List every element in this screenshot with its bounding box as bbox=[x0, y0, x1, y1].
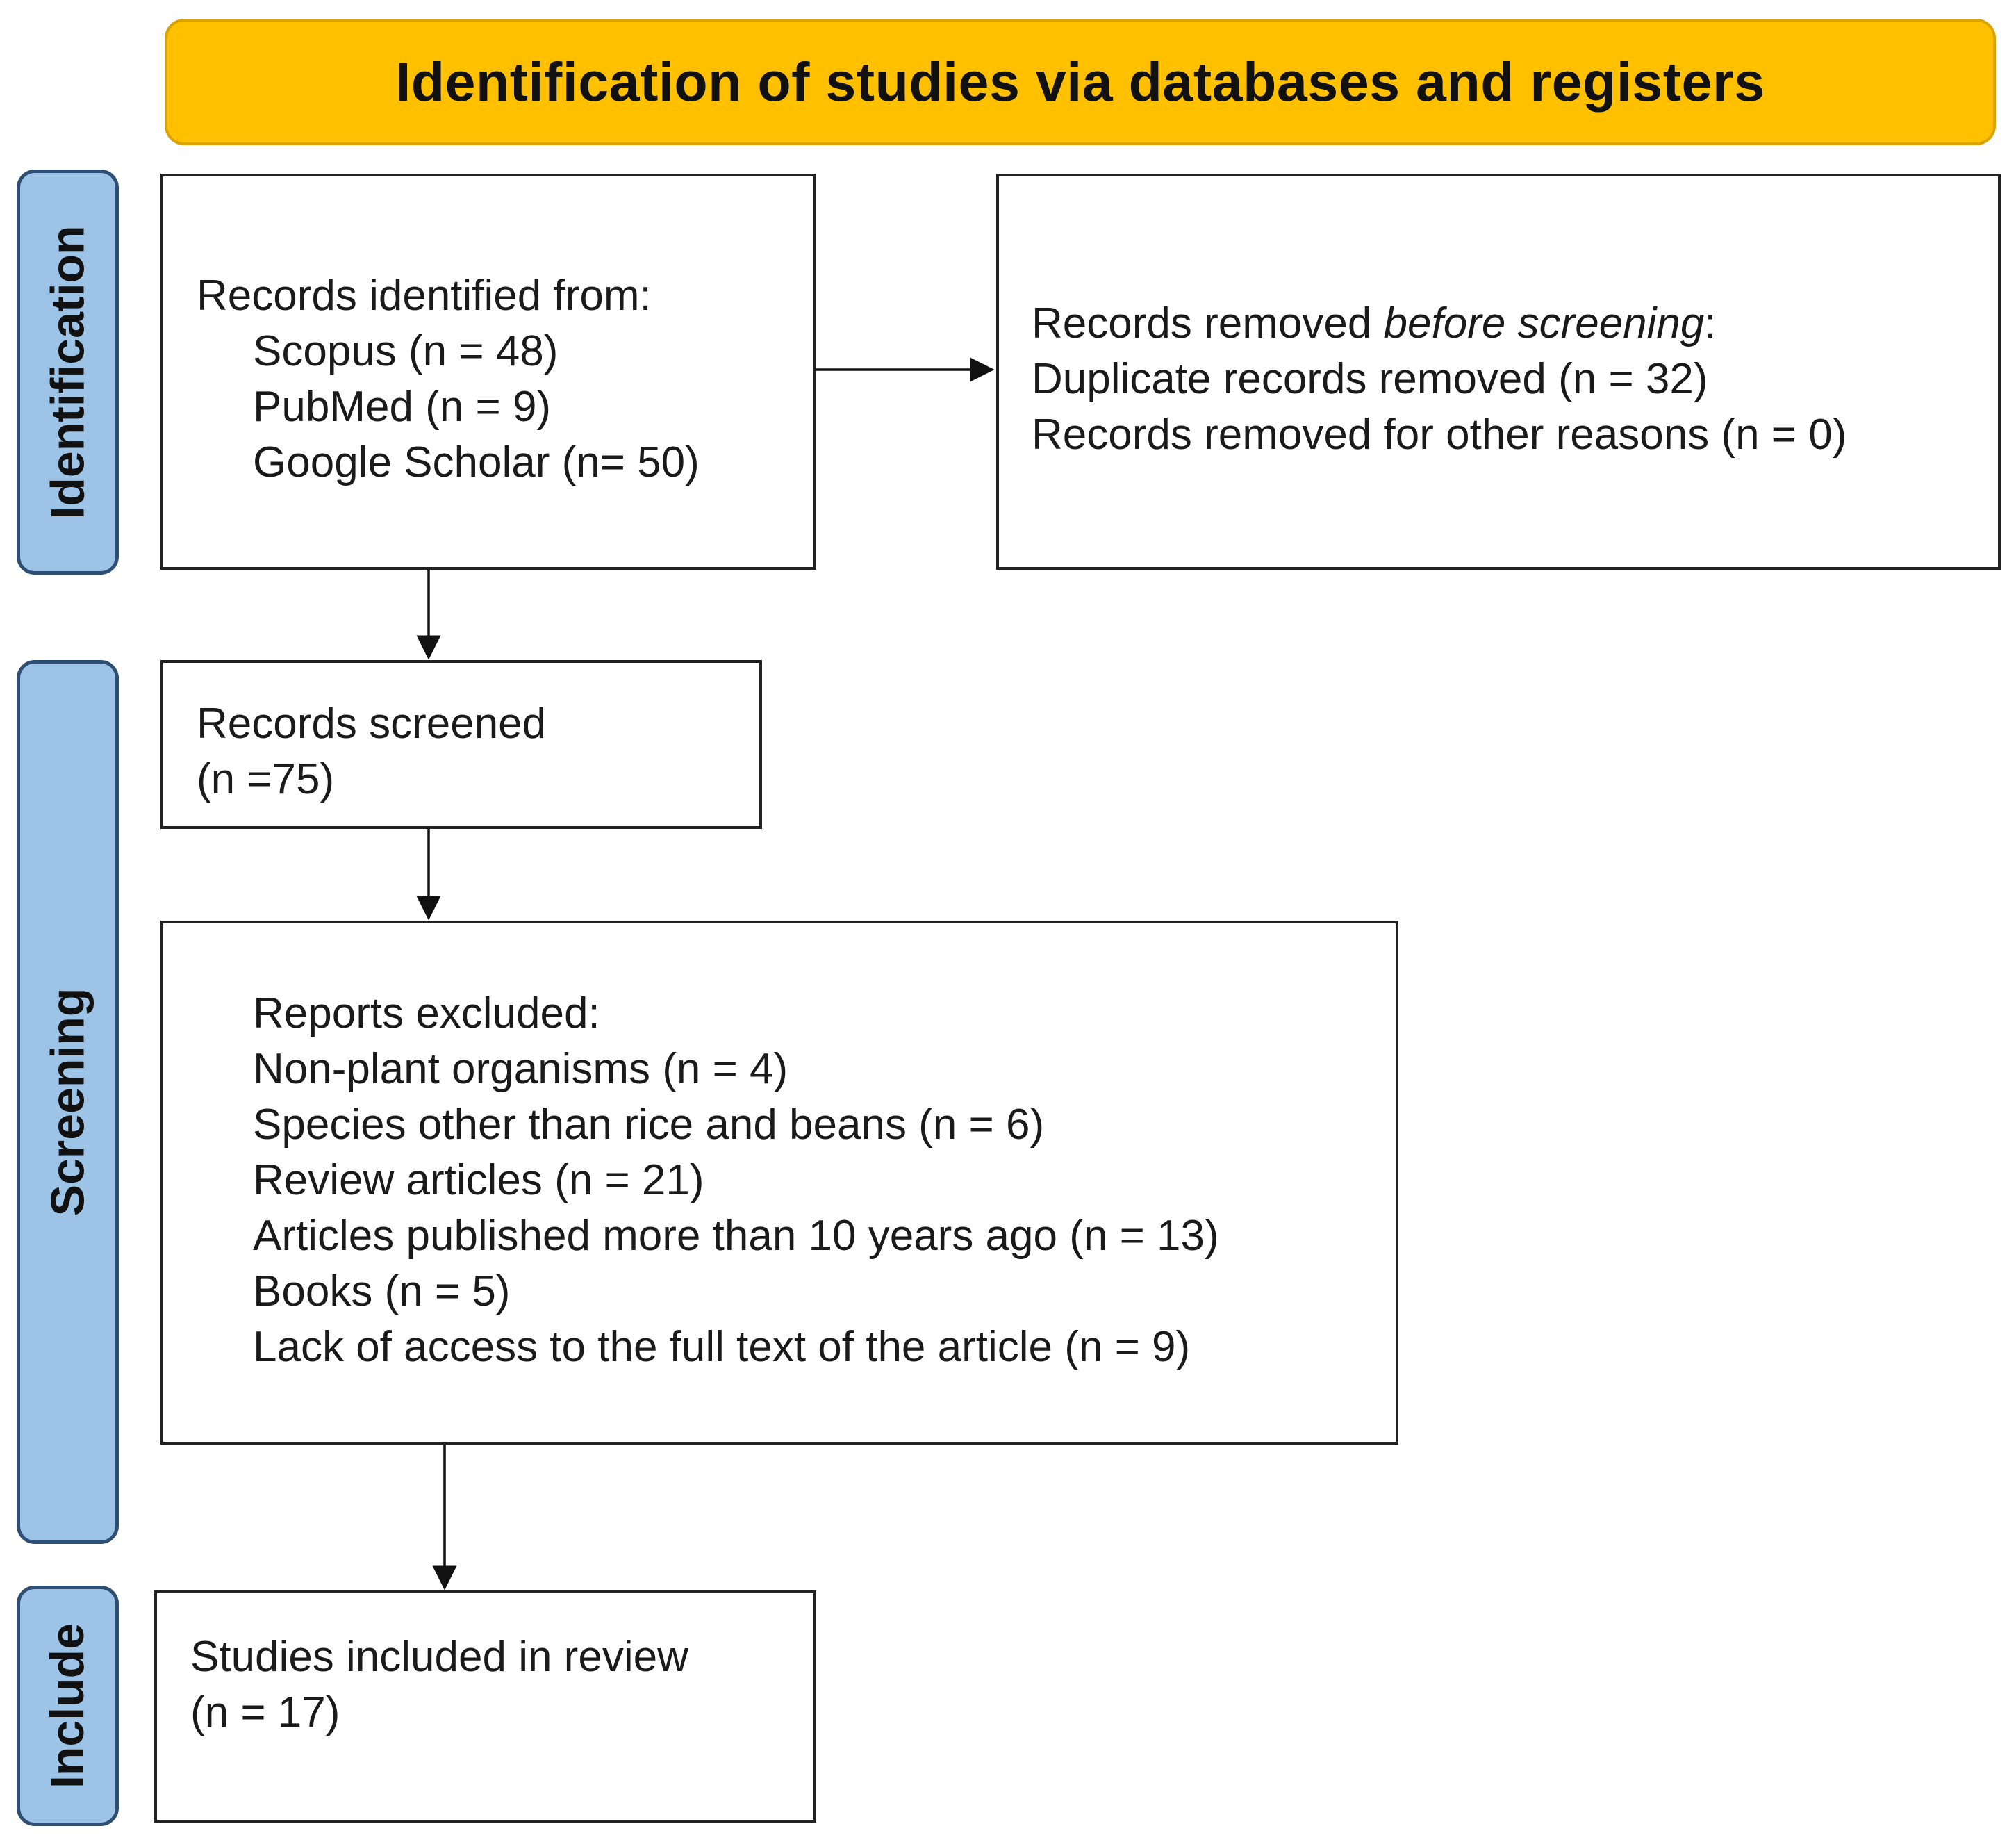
records-removed-box: Records removed before screening: Duplic… bbox=[996, 174, 2001, 570]
phase-tab-identification: Identification bbox=[17, 170, 119, 575]
source-google-scholar: Google Scholar (n= 50) bbox=[253, 438, 700, 486]
exclusion-reason: Species other than rice and beans (n = 6… bbox=[253, 1101, 1045, 1149]
diagram-header-banner: Identification of studies via databases … bbox=[165, 19, 1996, 145]
duplicates-removed: Duplicate records removed (n = 32) bbox=[1032, 355, 1708, 403]
exclusion-reason: Books (n = 5) bbox=[253, 1267, 511, 1315]
diagram-title: Identification of studies via databases … bbox=[395, 51, 1765, 113]
exclusion-reason: Lack of access to the full text of the a… bbox=[253, 1323, 1191, 1371]
other-reasons-removed: Records removed for other reasons (n = 0… bbox=[1032, 411, 1847, 459]
records-screened-box: Records screened (n =75) bbox=[160, 660, 762, 829]
exclusion-reason: Articles published more than 10 years ag… bbox=[253, 1212, 1219, 1260]
exclusion-reason: Review articles (n = 21) bbox=[253, 1156, 704, 1204]
reports-excluded-box: Reports excluded: Non-plant organisms (n… bbox=[160, 921, 1398, 1445]
records-removed-heading-suffix: : bbox=[1704, 299, 1717, 347]
source-pubmed: PubMed (n = 9) bbox=[253, 383, 552, 431]
records-removed-heading: Records removed before screening: bbox=[1032, 296, 1998, 352]
records-screened-label: Records screened bbox=[197, 700, 547, 748]
records-identified-heading: Records identified from: bbox=[197, 272, 652, 320]
studies-included-label: Studies included in review bbox=[190, 1633, 688, 1681]
records-identified-box: Records identified from: Scopus (n = 48)… bbox=[160, 174, 816, 570]
phase-tab-include: Include bbox=[17, 1586, 119, 1826]
phase-tab-screening: Screening bbox=[17, 660, 119, 1544]
source-scopus: Scopus (n = 48) bbox=[253, 327, 559, 375]
records-screened-count: (n =75) bbox=[197, 755, 335, 803]
exclusion-reason: Non-plant organisms (n = 4) bbox=[253, 1045, 788, 1093]
records-removed-heading-prefix: Records removed bbox=[1032, 299, 1384, 347]
studies-included-box: Studies included in review (n = 17) bbox=[154, 1590, 816, 1823]
records-removed-heading-emphasis: before screening bbox=[1383, 299, 1705, 347]
studies-included-count: (n = 17) bbox=[190, 1688, 340, 1736]
reports-excluded-heading: Reports excluded: bbox=[253, 989, 600, 1037]
